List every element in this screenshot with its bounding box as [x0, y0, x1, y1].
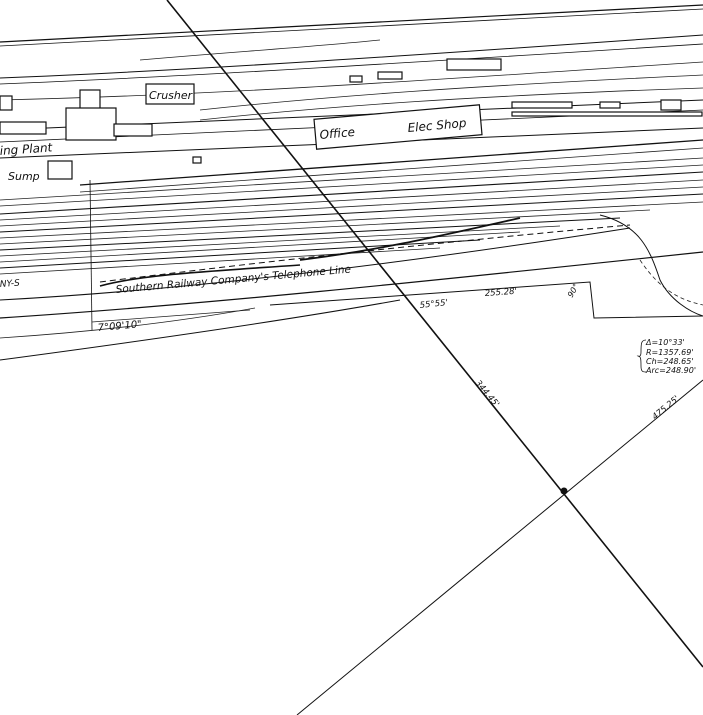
label-angle-90: 90°	[566, 282, 581, 299]
label-office: Office	[319, 125, 356, 142]
curve-radius: R=1357.69'	[646, 348, 694, 357]
label-elec-shop: Elec Shop	[407, 116, 467, 135]
label-bearing-55: 55°55'	[419, 298, 448, 311]
curve-delta: Δ=10°33'	[645, 338, 685, 347]
curve-data-block: Δ=10°33' R=1357.69' Ch=248.65' Arc=248.9…	[636, 338, 696, 375]
office-elec-shop-building	[313, 104, 483, 150]
label-sump: Sump	[8, 170, 40, 183]
sump-box	[47, 160, 73, 180]
survey-lines	[166, 0, 703, 715]
label-dist-475: 475.25'	[651, 394, 682, 422]
curve-chord: Ch=248.65'	[646, 357, 694, 366]
label-ny-fragment: NY-S	[0, 279, 20, 290]
survey-monument	[560, 487, 568, 495]
crusher-building	[145, 83, 195, 105]
label-telephone-line: Southern Railway Company's Telephone Lin…	[115, 263, 351, 296]
curve-arc: Arc=248.90'	[645, 366, 696, 375]
label-plant: ing Plant	[0, 140, 54, 158]
rail-yard-tracks	[0, 4, 703, 361]
label-dist-344: 344.45'	[473, 379, 501, 410]
buildings	[0, 58, 703, 180]
label-dist-255: 255.28'	[485, 287, 518, 299]
label-crusher: Crusher	[149, 89, 194, 102]
label-angle-left: 7°09'10"	[97, 319, 142, 334]
